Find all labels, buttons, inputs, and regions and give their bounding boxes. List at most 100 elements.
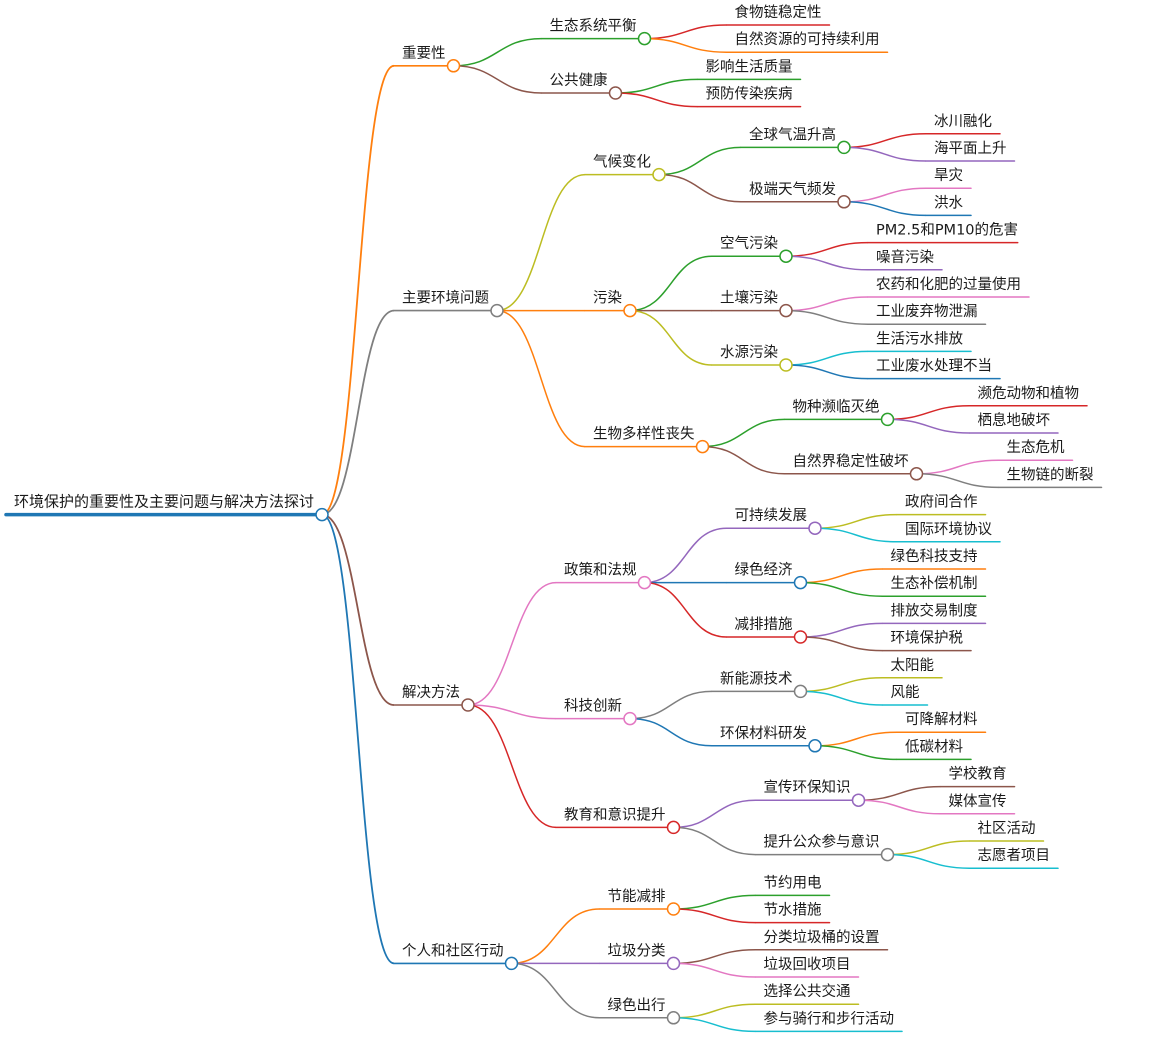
node-root-children-1-children-0-children-0-label[interactable]: 全球气温升高 (749, 125, 836, 143)
node-root-children-2-children-2-children-1-toggle[interactable] (880, 847, 895, 862)
node-root-children-2-children-2-toggle[interactable] (666, 820, 681, 835)
node-root-children-2-children-2-children-1-children-1-label[interactable]: 志愿者项目 (978, 847, 1051, 864)
node-root-children-2-children-0-children-2-children-0-label[interactable]: 排放交易制度 (891, 601, 978, 619)
node-root-children-2-toggle[interactable] (461, 698, 475, 712)
node-root-children-1-toggle[interactable] (490, 303, 504, 318)
node-root-children-2-children-2-children-1-children-0-label[interactable]: 社区活动 (978, 820, 1036, 837)
node-root-children-2-children-1-children-0-label[interactable]: 新能源技术 (720, 670, 793, 687)
node-root-children-2-children-0-children-2-toggle[interactable] (793, 630, 808, 644)
node-root-children-0-children-0-label[interactable]: 生态系统平衡 (550, 18, 637, 35)
node-root-children-1-children-1-children-0-children-1-label[interactable]: 噪音污染 (876, 249, 934, 266)
node-root-children-2-children-0-children-0-label[interactable]: 可持续发展 (735, 507, 808, 524)
node-root-children-1-children-2-children-1-children-0-label[interactable]: 生态危机 (1007, 439, 1065, 456)
node-root-children-0-children-1-children-1-label[interactable]: 预防传染疾病 (706, 86, 793, 103)
node-root-children-0-toggle[interactable] (446, 59, 461, 73)
node-root-children-1-children-1-toggle[interactable] (623, 303, 637, 318)
node-root-children-3-children-1-toggle[interactable] (666, 956, 681, 971)
node-root-children-2-children-1-children-1-children-1-label[interactable]: 低碳材料 (905, 738, 963, 755)
node-root-children-2-children-1-children-0-children-1-label[interactable]: 风能 (891, 684, 920, 701)
node-root-children-0-children-0-children-0-label[interactable]: 食物链稳定性 (735, 4, 822, 21)
node-root-children-2-children-2-children-1-label[interactable]: 提升公众参与意识 (764, 833, 880, 851)
node-root-children-1-children-0-toggle[interactable] (652, 167, 666, 182)
node-root-children-1-children-0-children-0-children-1-label[interactable]: 海平面上升 (934, 140, 1007, 157)
node-root-children-1-children-2-label[interactable]: 生物多样性丧失 (593, 426, 695, 443)
node-root-children-0-children-0-toggle[interactable] (637, 31, 652, 46)
node-root-children-2-children-0-children-1-children-0-connector (800, 568, 883, 584)
node-root-children-1-children-1-children-2-children-0-label[interactable]: 生活污水排放 (876, 330, 963, 347)
node-root-children-1-children-0-children-1-children-0-label[interactable]: 旱灾 (934, 167, 963, 184)
node-root-children-2-children-0-children-0-children-0-connector (814, 513, 898, 529)
node-root-children-3-children-1-children-0-label[interactable]: 分类垃圾桶的设置 (764, 929, 880, 946)
node-root-children-1-children-0-label[interactable]: 气候变化 (593, 154, 651, 171)
node-root-children-1-children-0-children-1-toggle[interactable] (837, 195, 851, 209)
node-root-children-1-label[interactable]: 主要环境问题 (402, 289, 489, 307)
node-root-children-0-children-0-children-1-label[interactable]: 自然资源的可持续利用 (735, 31, 880, 48)
node-root-children-3-children-0-toggle[interactable] (666, 902, 681, 916)
node-root-children-3-label[interactable]: 个人和社区行动 (402, 942, 504, 959)
node-root-children-2-children-0-children-0-children-0-label[interactable]: 政府间合作 (905, 494, 978, 511)
node-root-children-2-children-2-children-0-children-1-label[interactable]: 媒体宣传 (949, 793, 1007, 810)
node-root-children-1-children-0-children-1-children-1-label[interactable]: 洪水 (934, 194, 963, 211)
node-root-children-3-toggle[interactable] (504, 956, 519, 971)
node-root-children-1-children-0-children-1-label[interactable]: 极端天气频发 (749, 181, 836, 198)
node-root-children-0-children-1-toggle[interactable] (608, 86, 623, 100)
node-root-children-1-children-1-children-0-children-0-label[interactable]: PM2.5和PM10的危害 (876, 222, 1018, 239)
node-root-children-1-children-0-children-0-children-0-label[interactable]: 冰川融化 (934, 113, 992, 130)
node-root-children-2-children-1-toggle[interactable] (623, 711, 637, 726)
node-root-children-2-children-2-children-0-toggle[interactable] (851, 793, 866, 807)
node-root-children-1-children-0-children-0-toggle[interactable] (837, 140, 851, 155)
node-root-children-3-children-0-children-1-label[interactable]: 节水措施 (764, 902, 822, 919)
node-root-children-2-children-0-children-1-children-0-label[interactable]: 绿色科技支持 (891, 548, 978, 565)
node-root-children-1-children-2-children-0-toggle[interactable] (880, 412, 895, 427)
node-root-children-3-children-0-label[interactable]: 节能减排 (608, 888, 666, 905)
node-root-children-1-children-2-children-0-children-0-label[interactable]: 濒危动物和植物 (978, 385, 1080, 402)
node-root-children-1-children-2-children-0-children-1-label[interactable]: 栖息地破坏 (978, 412, 1051, 429)
node-root-children-0-label[interactable]: 重要性 (402, 45, 446, 62)
node-root-children-2-children-1-children-1-toggle[interactable] (808, 739, 822, 753)
node-root-children-1-children-1-children-1-label[interactable]: 土壤污染 (720, 289, 778, 307)
node-root-children-2-children-0-children-1-label[interactable]: 绿色经济 (735, 562, 793, 579)
node-root-children-1-children-2-children-0-label[interactable]: 物种濒临灭绝 (793, 398, 880, 415)
node-root-children-1-children-1-children-0-label[interactable]: 空气污染 (720, 235, 778, 252)
node-root-children-2-children-1-children-0-children-0-label[interactable]: 太阳能 (891, 657, 935, 674)
node-root-children-1-children-1-children-1-toggle[interactable] (779, 303, 793, 318)
node-root-children-1-children-1-children-2-toggle[interactable] (779, 358, 793, 372)
node-root-children-1-children-1-children-2-label[interactable]: 水源污染 (720, 344, 778, 361)
node-root-children-1-children-2-toggle[interactable] (695, 439, 710, 454)
node-root-children-2-children-0-children-2-children-1-label[interactable]: 环境保护税 (891, 629, 964, 647)
node-root-children-2-children-2-children-0-label[interactable]: 宣传环保知识 (764, 779, 851, 796)
node-root-toggle[interactable] (315, 507, 329, 522)
node-root-children-0-children-1-children-0-label[interactable]: 影响生活质量 (706, 58, 793, 75)
node-root-children-2-children-0-children-0-children-1-label[interactable]: 国际环境协议 (905, 520, 992, 538)
node-root-children-3-children-1-label[interactable]: 垃圾分类 (608, 942, 666, 959)
node-root-children-3-children-2-label[interactable]: 绿色出行 (608, 997, 666, 1014)
node-root-children-3-children-0-children-0-label[interactable]: 节约用电 (764, 874, 822, 891)
node-root-children-2-label[interactable]: 解决方法 (402, 684, 460, 701)
node-root-children-2-children-2-label[interactable]: 教育和意识提升 (564, 805, 666, 823)
node-root-children-2-children-1-children-1-label[interactable]: 环保材料研发 (720, 725, 807, 742)
node-root-children-1-children-2-children-1-label[interactable]: 自然界稳定性破坏 (793, 453, 909, 470)
node-root-label[interactable]: 环境保护的重要性及主要问题与解决方法探讨 (14, 493, 314, 511)
node-root-children-3-children-2-children-1-label[interactable]: 参与骑行和步行活动 (764, 1010, 895, 1027)
node-root-children-2-children-1-children-0-toggle[interactable] (793, 684, 808, 699)
node-root-children-2-children-0-toggle[interactable] (637, 575, 652, 590)
node-root-children-2-children-1-label[interactable]: 科技创新 (564, 698, 622, 715)
node-root-children-3-children-1-children-1-label[interactable]: 垃圾回收项目 (764, 956, 851, 973)
node-root-children-0-children-1-label[interactable]: 公共健康 (550, 72, 608, 89)
node-root-children-1-children-2-children-1-children-1-label[interactable]: 生物链的断裂 (1007, 466, 1094, 483)
node-root-children-1-children-1-children-1-children-1-label[interactable]: 工业废弃物泄漏 (876, 303, 978, 320)
node-root-children-2-children-0-children-2-label[interactable]: 减排措施 (735, 616, 793, 633)
node-root-children-3-children-2-children-0-label[interactable]: 选择公共交通 (764, 982, 851, 1000)
node-root-children-2-children-0-children-0-toggle[interactable] (808, 521, 822, 535)
node-root-children-1-children-1-children-1-children-0-label[interactable]: 农药和化肥的过量使用 (876, 276, 1021, 293)
node-root-children-2-children-0-children-1-toggle[interactable] (793, 575, 808, 590)
node-root-children-1-children-1-children-2-children-1-label[interactable]: 工业废水处理不当 (876, 358, 992, 375)
node-root-children-1-children-1-label[interactable]: 污染 (593, 290, 622, 307)
node-root-children-1-children-2-children-1-toggle[interactable] (909, 467, 924, 481)
node-root-children-1-children-1-children-0-toggle[interactable] (779, 249, 793, 263)
node-root-children-2-children-1-children-1-children-0-label[interactable]: 可降解材料 (905, 711, 978, 728)
node-root-children-2-children-2-children-0-children-0-label[interactable]: 学校教育 (949, 766, 1007, 783)
node-root-children-2-children-0-label[interactable]: 政策和法规 (564, 562, 637, 579)
node-root-children-3-children-2-toggle[interactable] (666, 1011, 681, 1025)
node-root-children-2-children-0-children-1-children-1-label[interactable]: 生态补偿机制 (891, 575, 978, 592)
